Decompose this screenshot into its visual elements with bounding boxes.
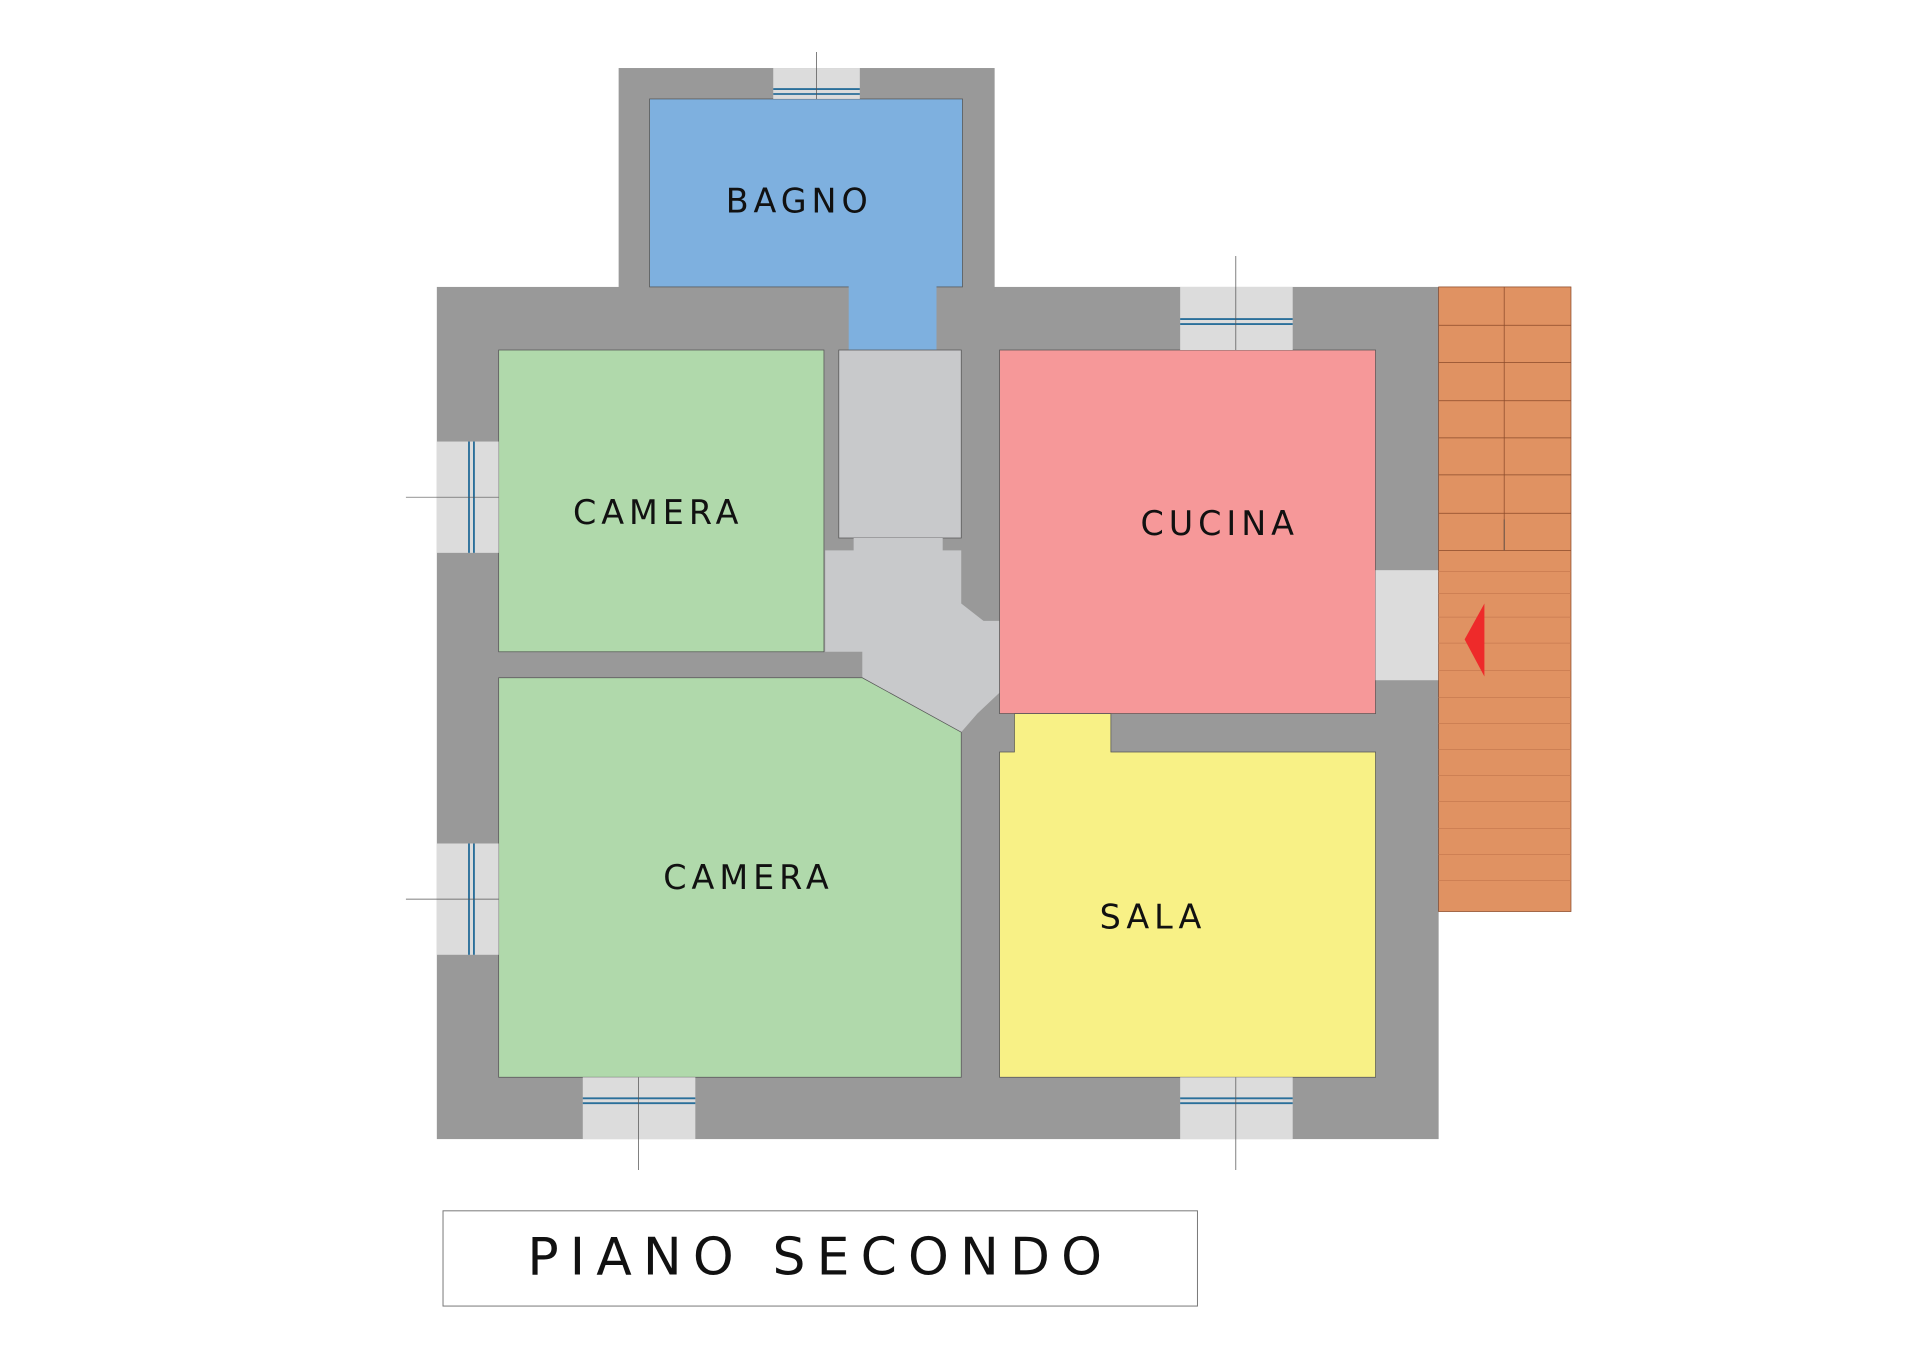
room-bagno: BAGNO: [649, 98, 963, 351]
label-camera-2: CAMERA: [663, 858, 833, 897]
title-box: PIANO SECONDO: [442, 1210, 1198, 1307]
corridor: [825, 349, 1000, 733]
entry-opening: [1375, 570, 1439, 681]
label-cucina: CUCINA: [1141, 504, 1299, 543]
terrace: [1438, 286, 1572, 912]
room-sala: SALA: [999, 713, 1376, 1078]
label-sala: SALA: [1100, 897, 1207, 936]
entry-arrow-icon: [1464, 603, 1485, 677]
plan-title: PIANO SECONDO: [527, 1227, 1113, 1287]
room-camera-1: CAMERA: [498, 349, 825, 653]
window-camera-2-bottom: [582, 1077, 696, 1140]
window-sala: [1180, 1077, 1293, 1140]
room-camera-2: CAMERA: [498, 677, 962, 1078]
label-bagno: BAGNO: [726, 181, 873, 220]
label-camera-1: CAMERA: [573, 493, 743, 532]
room-cucina: CUCINA: [999, 349, 1376, 715]
axis-lines: [405, 51, 1237, 1171]
